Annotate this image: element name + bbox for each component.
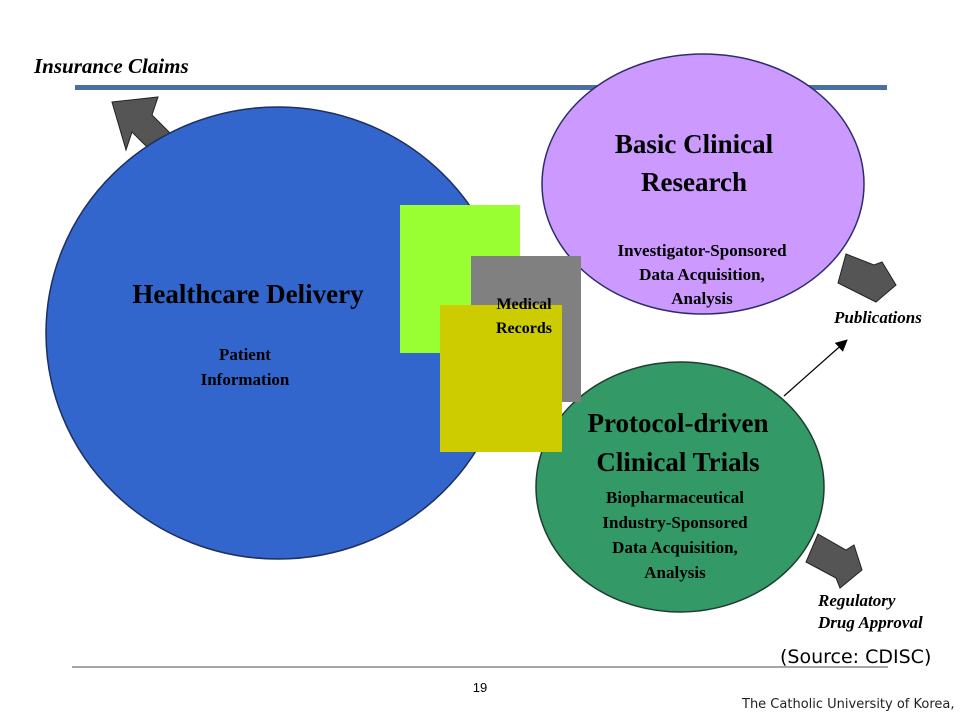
regulatory-line2: Drug Approval [818, 613, 923, 632]
top-rule [75, 85, 887, 90]
insurance-claims-label: Insurance Claims [34, 54, 189, 78]
trials-sub-line3: Data Acquisition, [612, 538, 738, 557]
trials-sub-line1: Biopharmaceutical [606, 488, 744, 507]
clinical-trials-title: Protocol-driven Clinical Trials [552, 404, 804, 482]
clinical-trials-ellipse [535, 361, 825, 613]
medical-records-line2: Records [496, 320, 552, 337]
healthcare-sub-line1: Patient [219, 345, 271, 364]
basic-sub-line2: Data Acquisition, [639, 265, 765, 284]
publications-label: Publications [834, 308, 922, 327]
trials-title-line2: Clinical Trials [596, 447, 760, 477]
trials-title-line1: Protocol-driven [587, 408, 769, 438]
medical-records-label: Medical Records [478, 293, 570, 341]
basic-title-line1: Basic Clinical [614, 129, 774, 159]
healthcare-sub-line2: Information [200, 370, 290, 389]
basic-research-ellipse [541, 53, 865, 315]
regulatory-label: Regulatory Drug Approval [818, 590, 923, 634]
regulatory-arrow [805, 533, 863, 589]
medical-records-line1: Medical [496, 296, 552, 313]
clinical-trials-subtitle: Biopharmaceutical Industry-Sponsored Dat… [562, 485, 788, 585]
page-number: 19 [472, 680, 488, 695]
publications-thin-arrow [783, 339, 848, 397]
trials-sub-line4: Analysis [644, 563, 706, 582]
basic-sub-line1: Investigator-Sponsored [617, 241, 787, 260]
basic-sub-line3: Analysis [671, 289, 733, 308]
publications-arrow [837, 253, 897, 303]
records-square-olive [440, 305, 562, 452]
healthcare-title: Healthcare Delivery [132, 279, 364, 309]
source-note: (Source: CDISC) [780, 646, 932, 668]
basic-research-title: Basic Clinical Research [566, 125, 822, 201]
footer-org: The Catholic University of Korea, [742, 697, 955, 712]
trials-sub-line2: Industry-Sponsored [602, 513, 748, 532]
regulatory-line1: Regulatory [818, 591, 896, 610]
basic-title-line2: Research [641, 167, 747, 197]
bottom-rule [72, 666, 888, 668]
healthcare-subtitle: Patient Information [160, 342, 330, 392]
basic-research-subtitle: Investigator-Sponsored Data Acquisition,… [584, 239, 820, 311]
